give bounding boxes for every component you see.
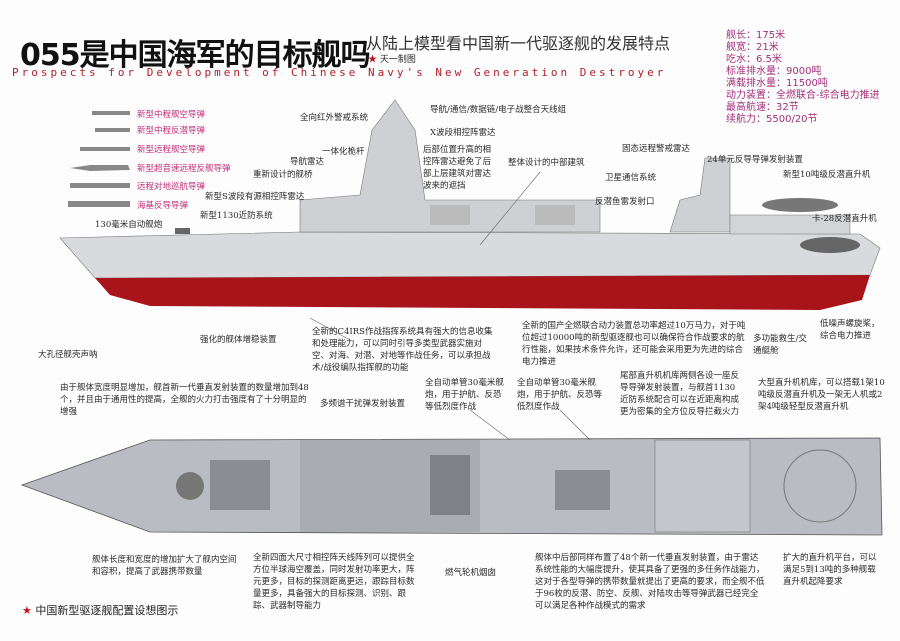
label-hangar-launchers: 尾部直升机机库两侧各设一座反导导弹发射装置，与舰首1130近防系统配合可以在近距… xyxy=(620,371,740,417)
missile-icons xyxy=(68,111,130,207)
ship-top-view xyxy=(20,437,883,536)
label-antenna: 导航/通信/数据链/电子战整合天线组 xyxy=(430,105,567,115)
missile-label: 新型超音速远程反舰导弹 xyxy=(137,164,231,174)
spec-speed: 最高航速：32节 xyxy=(726,102,799,113)
label-array: 全新四面大尺寸相控阵天线阵列可以提供全方位半球海空覆盖，同时发射功率更大，阵元更… xyxy=(253,553,415,611)
label-front-vls: 由于舰体宽度明显增加，舰首新一代垂直发射装置的数量增加到48个，并且由于通用性的… xyxy=(60,383,309,417)
label-rear-vls: 舰体中后部同样布置了48个新一代垂直发射装置，由于雷达系统性能的大幅度提升，使其… xyxy=(535,553,765,611)
label-satcom: 卫星通信系统 xyxy=(605,173,657,183)
star-icon: ★ xyxy=(22,604,36,617)
spec-draft: 吃水：6.5米 xyxy=(726,54,782,65)
label-bridge: 重新设计的舰桥 xyxy=(253,170,313,180)
spec-full-displacement: 满载排水量：11500吨 xyxy=(726,78,828,89)
label-decoy: 多频谱干扰弹发射装置 xyxy=(320,399,406,409)
figure-caption: ★ 中国新型驱逐舰配置设想图示 xyxy=(22,602,178,618)
label-mid-structure: 整体设计的中部建筑 xyxy=(508,158,585,168)
label-stabilizer: 强化的舰体增稳装置 xyxy=(200,335,277,345)
english-title: Prospects for Development of Chinese Nav… xyxy=(12,66,667,79)
label-irst: 全向红外警戒系统 xyxy=(300,113,369,123)
page-subtitle: 从陆上模型看中国新一代驱逐舰的发展特点 xyxy=(366,34,671,53)
missile-label: 远程对地巡航导弹 xyxy=(137,182,206,192)
spec-beam: 舰宽：21米 xyxy=(726,42,779,53)
label-sonar: 大孔径舰壳声呐 xyxy=(38,350,98,360)
label-30mm-gun: 全自动单管30毫米舰炮，用于护航、反恐等低烈度作战 xyxy=(425,378,504,412)
label-power: 全新的国产全燃联合动力装置总功率超过10万马力，对于吨位超过10000吨的新型驱… xyxy=(522,321,746,367)
page-title: 055是中国海军的目标舰吗 xyxy=(20,38,371,73)
label-solid-radar: 固态远程警戒雷达 xyxy=(622,144,691,154)
label-hull-size: 舰体长度和宽度的增加扩大了舰内空间和容积，提高了武器携带数量 xyxy=(92,555,237,577)
credit: ★ 天一制图 xyxy=(368,52,416,65)
label-x-band-radar: X波段相控阵雷达 xyxy=(430,128,496,138)
credit-text: 天一制图 xyxy=(379,55,416,65)
label-heli-deck: 扩大的直升机平台，可以满足5到13吨的多种舰载直升机起降要求 xyxy=(783,553,877,587)
label-s-band-radar: 新型S波段有源相控阵雷达 xyxy=(205,192,305,202)
label-30mm-gun: 全自动单管30毫米舰炮，用于护航、反恐等低烈度作战 xyxy=(517,378,603,412)
label-main-gun: 130毫米自动舰炮 xyxy=(95,220,163,230)
label-ka28: 卡-28反潜直升机 xyxy=(812,214,877,224)
leader-lines xyxy=(309,171,591,441)
label-propeller: 低噪声螺旋桨，综合电力推进 xyxy=(820,319,880,341)
spec-propulsion: 动力装置：全燃联合-综合电力推进 xyxy=(726,90,880,101)
ship-side-view xyxy=(59,99,881,310)
spec-std-displacement: 标准排水量：9000吨 xyxy=(726,66,822,77)
missile-label: 新型远程舰空导弹 xyxy=(137,145,206,155)
caption-text: 中国新型驱逐舰配置设想图示 xyxy=(35,604,179,617)
missile-label: 新型中程舰空导弹 xyxy=(137,110,206,120)
label-helicopter-10t: 新型10吨级反潜直升机 xyxy=(783,170,871,180)
missile-label: 海基反导导弹 xyxy=(137,201,189,211)
missile-label: 新型中程反潜导弹 xyxy=(137,126,206,136)
label-rear-radar: 后部位置升高的相控阵雷达避免了后部上层建筑对雷达波来的遮挡 xyxy=(423,145,492,191)
label-c4irs: 全新的C4IRS作战指挥系统具有强大的信息收集和处理能力，可以同时引导多类型武器… xyxy=(312,327,493,373)
label-lifeboat: 多功能救生/交通艇舱 xyxy=(753,334,807,356)
label-abm-launcher: 24单元反导导弹发射装置 xyxy=(707,155,803,165)
star-icon: ★ xyxy=(368,55,380,65)
spec-length: 舰长：175米 xyxy=(726,30,786,41)
label-mast: 一体化桅杆 xyxy=(322,147,365,157)
label-torpedo: 反潜鱼雷发射口 xyxy=(595,197,655,207)
label-funnel: 燃气轮机烟囱 xyxy=(445,568,497,578)
spec-list: 舰长：175米 舰宽：21米 吃水：6.5米 标准排水量：9000吨 满载排水量… xyxy=(726,30,880,126)
label-hangar: 大型直升机机库，可以搭载1架10吨级反潜直升机及一架无人机或2架4吨级轻型反潜直… xyxy=(758,378,885,412)
spec-range: 续航力：5500/20节 xyxy=(726,114,818,125)
label-ciws: 新型1130近防系统 xyxy=(200,211,273,221)
label-nav-radar: 导航雷达 xyxy=(290,157,325,167)
